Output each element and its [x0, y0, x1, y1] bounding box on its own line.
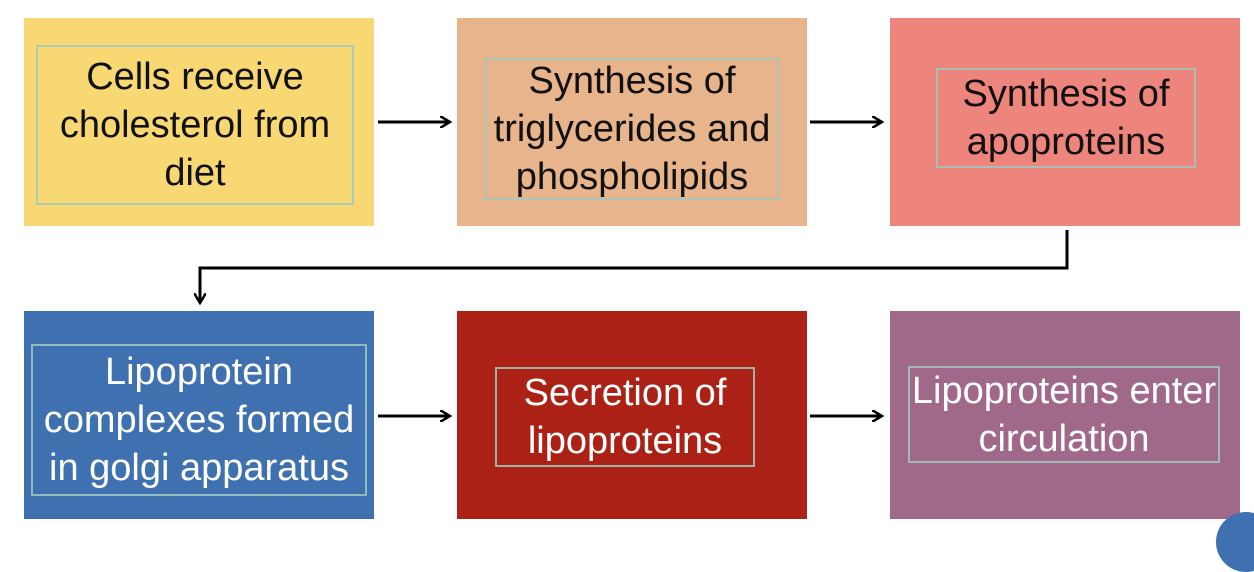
step-synthesis-apoproteins: Synthesis of apoproteins: [890, 18, 1240, 226]
step-lipoproteins-enter-circulation: Lipoproteins enter circulation: [890, 311, 1240, 519]
step-inner-frame: Secretion of lipoproteins: [495, 367, 755, 467]
step-inner-frame: Synthesis of triglycerides and phospholi…: [485, 58, 779, 200]
step-label: Synthesis of apoproteins: [962, 73, 1170, 163]
step-inner-frame: Cells receive cholesterol from diet: [36, 45, 354, 205]
step-synthesis-triglycerides: Synthesis of triglycerides and phospholi…: [457, 18, 807, 226]
connector-layer: [0, 0, 1069, 542]
step-label: Secretion of lipoproteins: [523, 372, 727, 462]
arrow-step3-to-step4: [200, 230, 1069, 303]
step-inner-frame: Synthesis of apoproteins: [936, 68, 1196, 168]
step-cells-receive-cholesterol: Cells receive cholesterol from diet: [24, 18, 374, 226]
step-secretion-lipoproteins: Secretion of lipoproteins: [457, 311, 807, 519]
step-inner-frame: Lipoprotein complexes formed in golgi ap…: [31, 344, 367, 496]
step-label: Synthesis of triglycerides and phospholi…: [493, 60, 771, 198]
step-lipoprotein-complexes: Lipoprotein complexes formed in golgi ap…: [24, 311, 374, 519]
step-label: Cells receive cholesterol from diet: [59, 56, 331, 194]
step-label: Lipoprotein complexes formed in golgi ap…: [43, 351, 355, 489]
step-label: Lipoproteins enter circulation: [911, 369, 1217, 460]
step-inner-frame: Lipoproteins enter circulation: [908, 366, 1220, 463]
